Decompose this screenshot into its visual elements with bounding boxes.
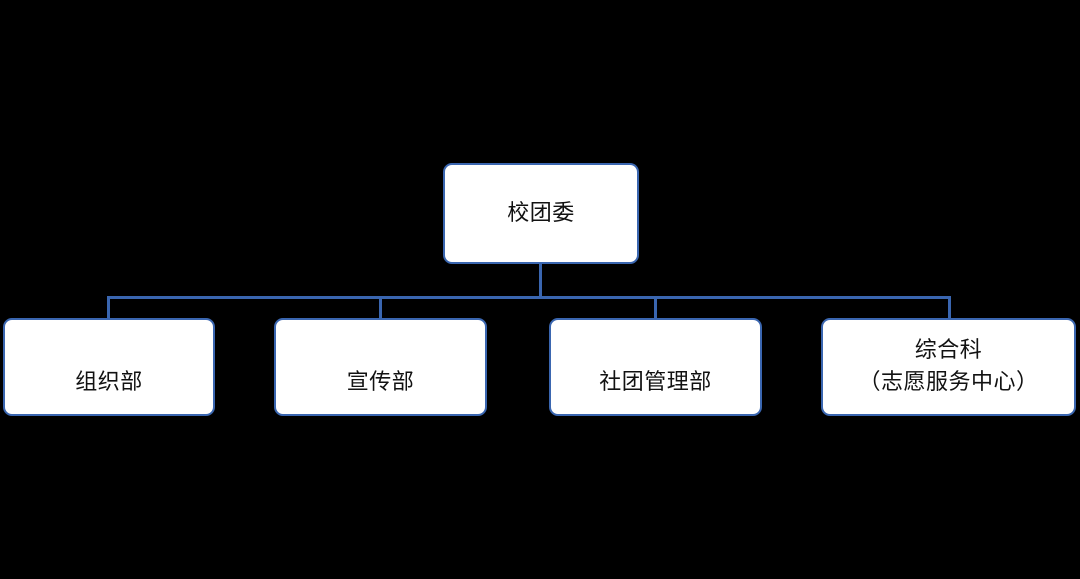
connector-root-stem (539, 262, 542, 299)
org-node-propaganda[interactable]: 宣传部 (274, 318, 487, 416)
org-node-root[interactable]: 校团委 (443, 163, 639, 264)
connector-drop-club-management (654, 296, 657, 320)
org-node-comprehensive[interactable]: 综合科 （志愿服务中心） (821, 318, 1076, 416)
org-node-organization-label: 组织部 (75, 335, 143, 399)
org-node-comprehensive-label: 综合科 （志愿服务中心） (858, 303, 1038, 431)
org-node-propaganda-label: 宣传部 (347, 335, 415, 399)
org-node-propaganda-line1: 宣传部 (346, 370, 415, 395)
org-node-organization-line1: 组织部 (75, 370, 143, 395)
org-node-club-management-line1: 社团管理部 (599, 370, 712, 395)
org-node-comprehensive-line2: （志愿服务中心） (858, 370, 1039, 395)
org-node-comprehensive-line1: 综合科 (914, 338, 983, 364)
connector-drop-comprehensive (948, 296, 951, 320)
org-node-root-label: 校团委 (507, 200, 575, 226)
org-node-club-management[interactable]: 社团管理部 (549, 318, 762, 416)
connector-horizontal-bus (107, 296, 951, 299)
org-node-organization[interactable]: 组织部 (3, 318, 215, 416)
connector-drop-propaganda (379, 296, 382, 320)
connector-drop-organization (107, 296, 110, 320)
org-node-club-management-label: 社团管理部 (599, 335, 712, 399)
